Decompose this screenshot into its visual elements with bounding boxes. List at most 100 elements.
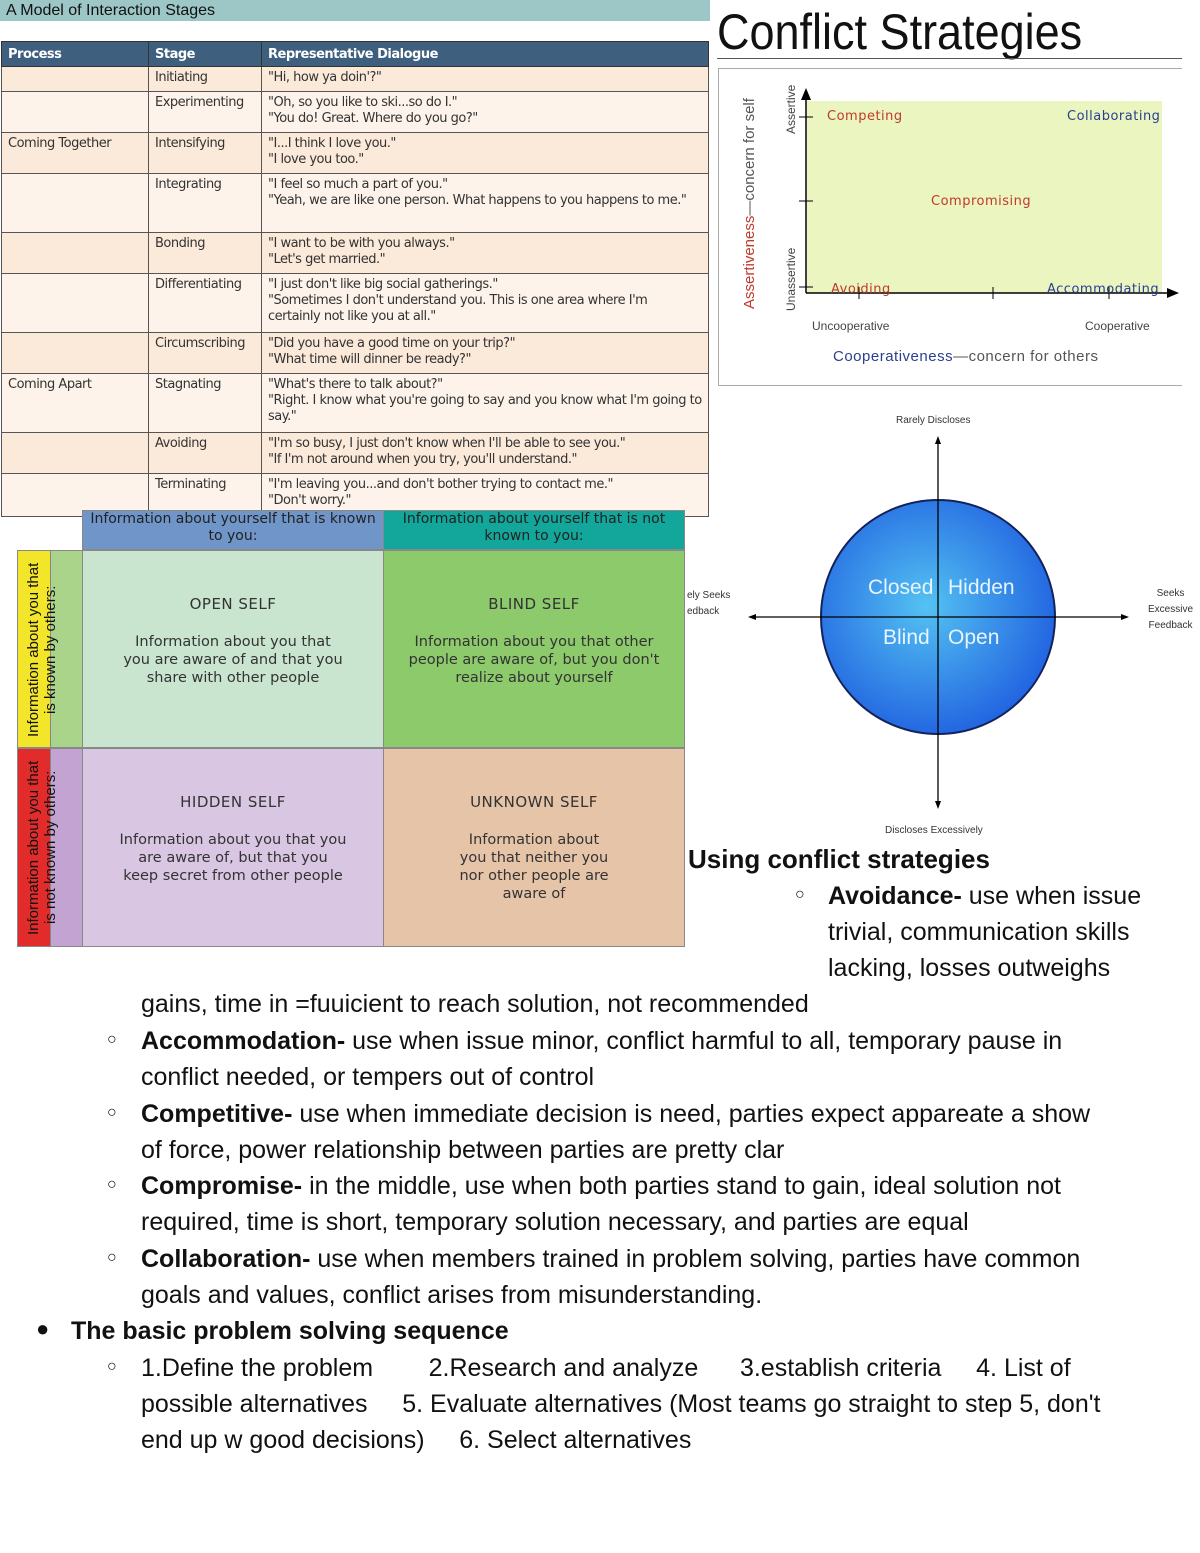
dialogue-cell: "I...I think I love you.""I love you too… <box>261 132 709 174</box>
label-avoiding: Avoiding <box>831 282 891 297</box>
process-cell <box>1 66 149 92</box>
avoidance-line: gains, time in =fuuicient to reach solut… <box>141 990 809 1018</box>
conflict-diagram: Assertiveness—concern for self Assertive… <box>718 68 1182 386</box>
self-disclosure-circle <box>748 436 1129 809</box>
avoidance-line: trivial, communication skills <box>828 918 1130 946</box>
stage-cell: Experimenting <box>148 91 262 133</box>
quadrant-blind: Blind <box>883 626 930 649</box>
circle-bullet-icon: ○ <box>107 1031 117 1048</box>
table-row: Bonding"I want to be with you always.""L… <box>1 232 709 274</box>
label-compromising: Compromising <box>931 194 1032 209</box>
process-cell <box>1 173 149 233</box>
column-header-known: Information about yourself that is known… <box>82 510 384 550</box>
x-axis-label: Cooperativeness—concern for others <box>833 348 1099 365</box>
dialogue-cell: "Oh, so you like to ski...so do I.""You … <box>261 91 709 133</box>
stage-cell: Avoiding <box>148 432 262 474</box>
johari-window: Information about yourself that is known… <box>17 510 685 947</box>
dialogue-line: "I feel so much a part of you." <box>268 177 448 192</box>
quadrant-closed: Closed <box>868 576 934 599</box>
unassertive-label: Unassertive <box>784 247 798 311</box>
label-accommodating: Accommodating <box>1047 282 1160 297</box>
process-cell: Coming Apart <box>1 373 149 433</box>
dialogue-cell: "I want to be with you always.""Let's ge… <box>261 232 709 274</box>
accommodation-line: conflict needed, or tempers out of contr… <box>141 1063 595 1091</box>
stage-cell: Intensifying <box>148 132 262 174</box>
collaboration-item: Collaboration- use when members trained … <box>141 1245 1081 1273</box>
table-title: A Model of Interaction Stages <box>0 0 710 21</box>
competitive-line: of force, power relationship between par… <box>141 1136 785 1164</box>
dialogue-line: "Yeah, we are like one person. What happ… <box>268 193 687 208</box>
dialogue-line: "Right. I know what you're going to say … <box>268 393 702 424</box>
circle-bullet-icon: ○ <box>107 1176 117 1193</box>
dialogue-cell: "I just don't like big social gatherings… <box>261 273 709 333</box>
compromise-line: required, time is short, temporary solut… <box>141 1208 969 1236</box>
dialogue-line: "Hi, how ya doin'?" <box>268 70 382 85</box>
table-row: Initiating "Hi, how ya doin'?" <box>1 66 709 92</box>
dialogue-line: "Oh, so you like to ski...so do I." <box>268 95 458 110</box>
cooperative-label: Cooperative <box>1085 319 1150 333</box>
quadrant-open: Open <box>948 626 1000 649</box>
circle-bullet-icon: ○ <box>107 1104 117 1121</box>
dialogue-line: "I love you too." <box>268 152 364 167</box>
header-dialogue: Representative Dialogue <box>261 41 709 67</box>
dialogue-cell: "Hi, how ya doin'?" <box>261 66 709 92</box>
process-cell <box>1 473 149 517</box>
dialogue-cell: "What's there to talk about?""Right. I k… <box>261 373 709 433</box>
circle-bullet-icon: ○ <box>795 886 805 903</box>
conflict-title: Conflict Strategies <box>717 4 1083 60</box>
sequence-line: end up w good decisions) 6. Select alter… <box>141 1426 692 1454</box>
dialogue-line: "Don't worry." <box>268 493 351 508</box>
stage-cell: Initiating <box>148 66 262 92</box>
row-label-known: Information about you that is known by o… <box>25 562 59 738</box>
strategy-area <box>807 101 1162 293</box>
dialogue-line: "I'm so busy, I just don't know when I'l… <box>268 436 626 451</box>
stage-cell: Bonding <box>148 232 262 274</box>
disc-bullet-icon: ● <box>36 1316 50 1341</box>
process-cell: Coming Together <box>1 132 149 174</box>
dialogue-cell: "Did you have a good time on your trip?"… <box>261 332 709 374</box>
table-row: Experimenting"Oh, so you like to ski...s… <box>1 91 709 133</box>
title-underline <box>717 58 1182 59</box>
table-row: Terminating"I'm leaving you...and don't … <box>1 473 709 517</box>
dialogue-line: "I just don't like big social gatherings… <box>268 277 498 292</box>
dialogue-cell: "I feel so much a part of you.""Yeah, we… <box>261 173 709 233</box>
row-label-not-known: Information about you that is not known … <box>25 760 59 935</box>
top-label: Rarely Discloses <box>896 415 971 426</box>
dialogue-line: "You do! Great. Where do you go?" <box>268 111 478 126</box>
sequence-heading: The basic problem solving sequence <box>71 1317 509 1345</box>
header-process: Process <box>1 41 149 67</box>
competitive-item: Competitive- use when immediate decision… <box>141 1100 1091 1128</box>
column-header-unknown: Information about yourself that is not k… <box>383 510 685 550</box>
dialogue-line: "If I'm not around when you try, you'll … <box>268 452 577 467</box>
stage-cell: Differentiating <box>148 273 262 333</box>
avoidance-line: lacking, losses outweighs <box>828 954 1111 982</box>
section-heading: Using conflict strategies <box>688 844 990 874</box>
sequence-line: 1.Define the problem 2.Research and anal… <box>141 1354 1071 1382</box>
process-cell <box>1 232 149 274</box>
process-cell <box>1 432 149 474</box>
process-cell <box>1 273 149 333</box>
axes <box>799 88 1179 299</box>
dialogue-cell: "I'm so busy, I just don't know when I'l… <box>261 432 709 474</box>
dialogue-line: "I'm leaving you...and don't bother tryi… <box>268 477 613 492</box>
uncooperative-label: Uncooperative <box>812 319 890 333</box>
dialogue-cell: "I'm leaving you...and don't bother tryi… <box>261 473 709 517</box>
dialogue-line: "I...I think I love you." <box>268 136 396 151</box>
interaction-stages-table: Process Stage Representative Dialogue In… <box>1 41 709 517</box>
table-row: Circumscribing"Did you have a good time … <box>1 332 709 374</box>
bottom-label: Discloses Excessively <box>885 825 983 836</box>
stage-cell: Integrating <box>148 173 262 233</box>
dialogue-line: "What time will dinner be ready?" <box>268 352 471 367</box>
compromise-item: Compromise- in the middle, use when both… <box>141 1172 1061 1200</box>
label-competing: Competing <box>827 109 903 124</box>
stage-cell: Stagnating <box>148 373 262 433</box>
circle-bullet-icon: ○ <box>107 1358 117 1375</box>
accommodation-item: Accommodation- use when issue minor, con… <box>141 1027 1063 1055</box>
table-row: Integrating"I feel so much a part of you… <box>1 173 709 233</box>
